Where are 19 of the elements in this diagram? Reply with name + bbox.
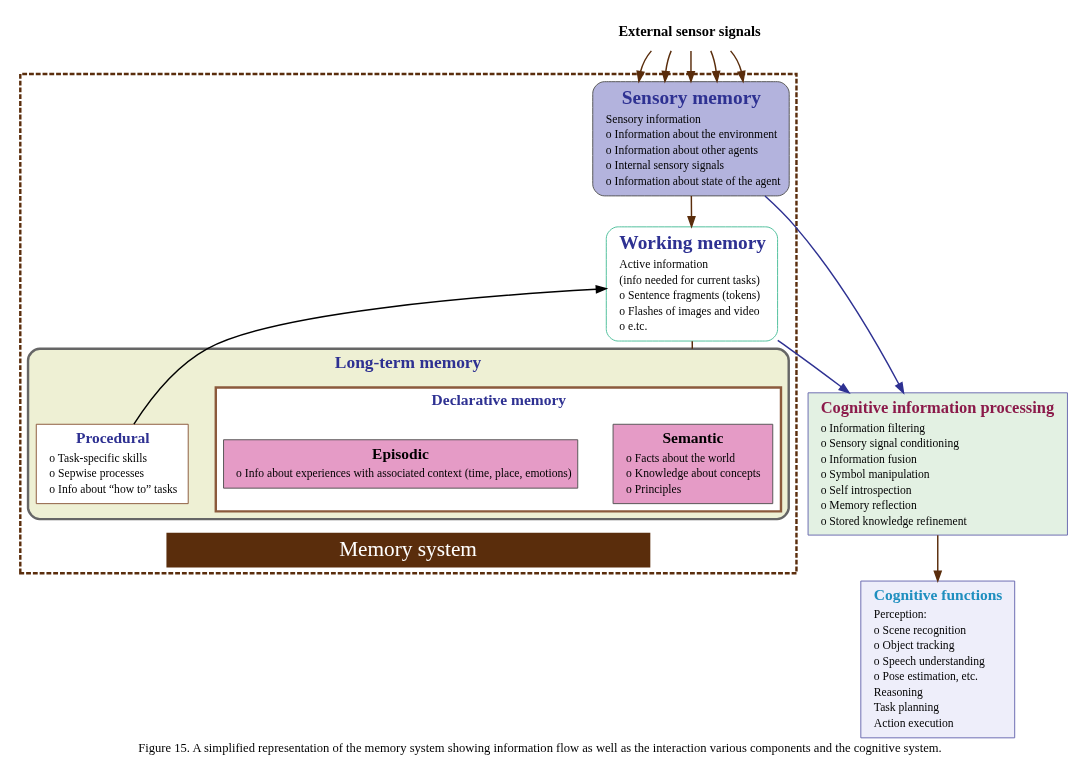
arrow [764, 195, 905, 395]
node-box: Working memory Active information (info needed for current tasks) o Sentence fragments (tokens) o Flashes of images and video o e.tc. [605, 226, 779, 342]
arrow [687, 195, 696, 229]
arrow [933, 534, 943, 584]
node-box: Procedural o Task-specific skills o Sepwise processes o Info about “how to” tasks [35, 423, 189, 505]
node-box: Semantic o Facts about the world o Knowledge about concepts o Principles [612, 423, 774, 505]
arrow [710, 50, 721, 84]
node-box: Episodic o Info about experiences with associated context (time, place, emotions) [223, 439, 579, 489]
arrow [636, 50, 653, 84]
arrow [133, 284, 609, 425]
caption: Figure 15. A simplified representation of the memory system showing information flow as well as the interaction various components and the cognitive system. [138, 740, 942, 755]
node-text: External sensor signals [618, 23, 761, 40]
arrow [729, 50, 746, 84]
node-box: Cognitive functions Perception: o Scene recognition o Object tracking o Speech understanding o Pose estimation, etc. Reasoning Task planning Action execution [860, 580, 1016, 739]
node-box: Sensory memory Sensory information o Information about the environment o Information about other agents o Internal sensory signals o Information about state of the agent [592, 81, 790, 197]
arrow [686, 50, 696, 84]
arrow [777, 339, 851, 395]
node-box: Cognitive information processing o Information filtering o Sensory signal conditioning o Information fusion o Symbol manipulation o Self introspection o Memory reflection o Stored knowledge refinement [807, 392, 1068, 536]
arrow [661, 50, 672, 84]
